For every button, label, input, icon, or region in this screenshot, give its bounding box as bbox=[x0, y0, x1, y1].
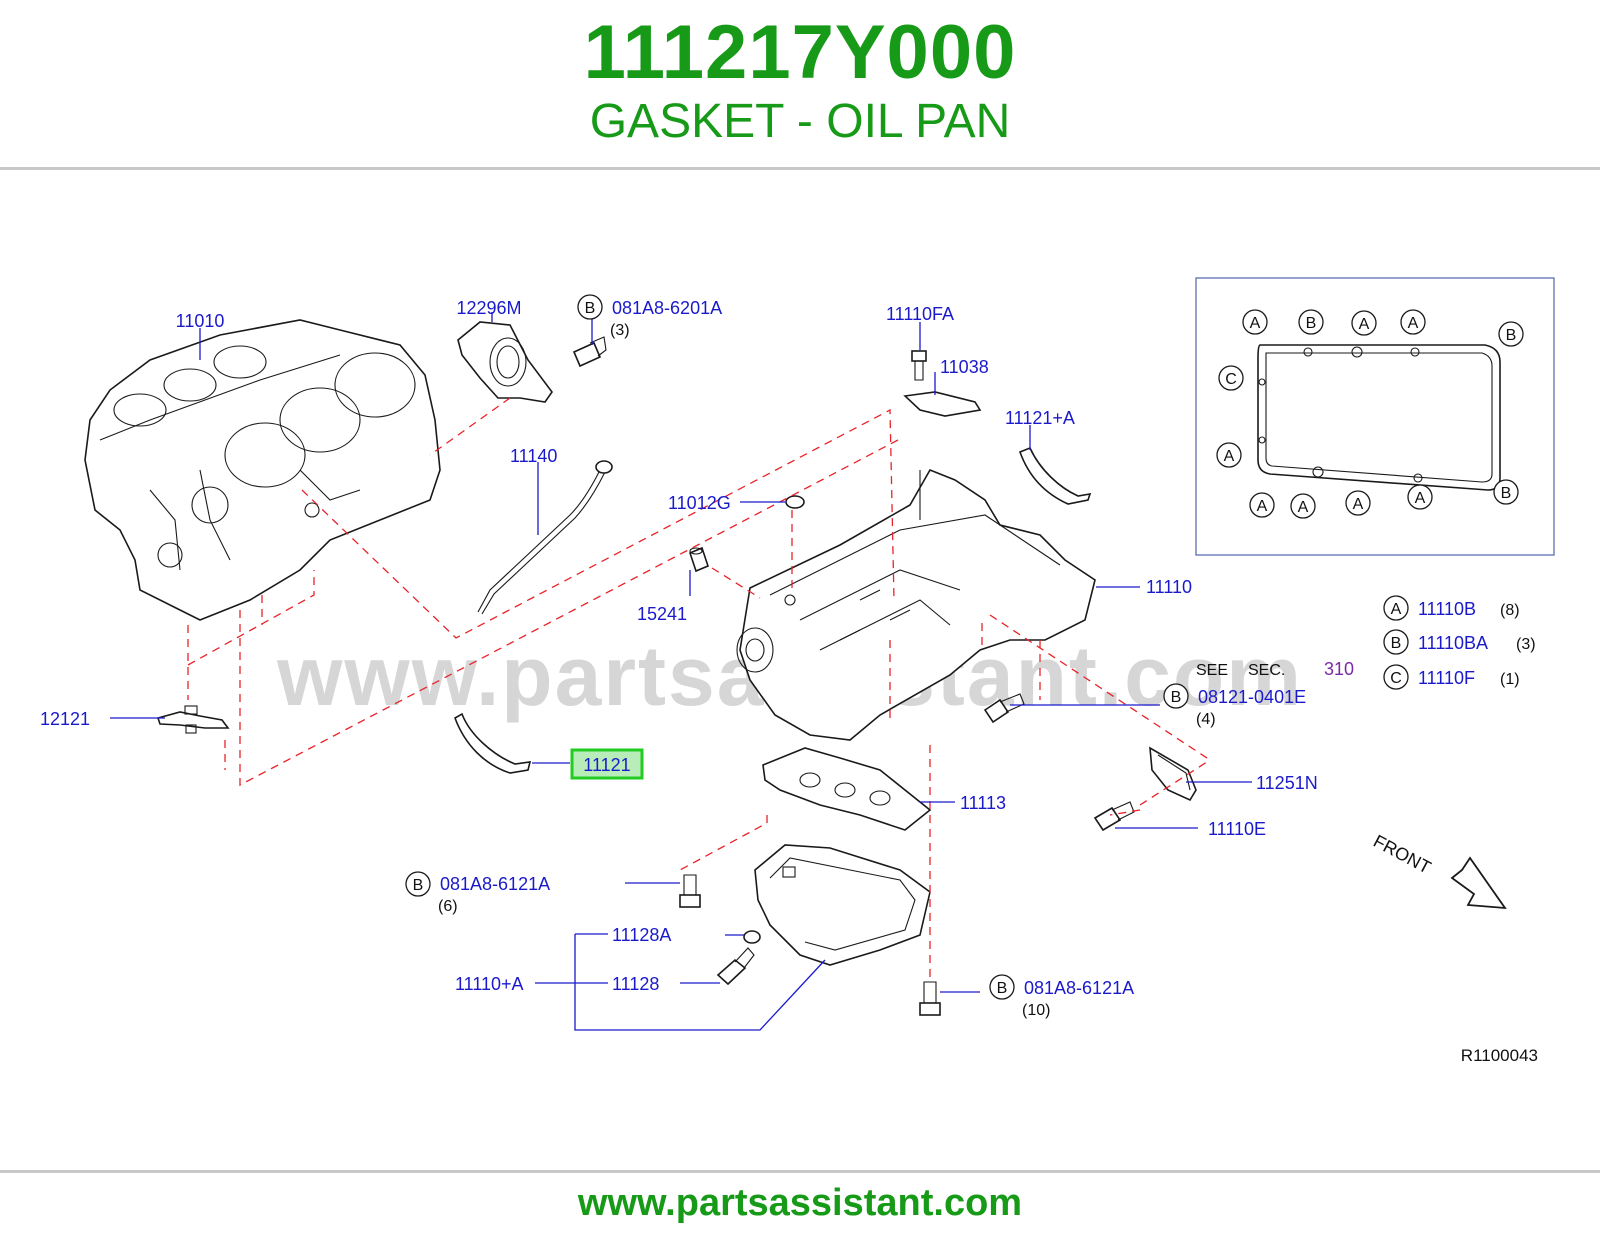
label-08121-0401E[interactable]: 08121-0401E bbox=[1198, 687, 1306, 707]
rear-oil-seal-drawing bbox=[457, 321, 553, 403]
see-text: SEE bbox=[1196, 662, 1228, 679]
svg-text:A: A bbox=[1250, 315, 1261, 332]
label-081A8-6201A[interactable]: 081A8-6201A bbox=[612, 298, 722, 318]
legend-row-b[interactable]: B 11110BA (3) bbox=[1383, 629, 1536, 655]
bolt-11110FA-drawing bbox=[911, 350, 927, 381]
letter-b-circle bbox=[989, 974, 1015, 1000]
qty-3: (3) bbox=[610, 322, 630, 339]
letter-b-text: B bbox=[1171, 689, 1182, 706]
letter-b-text: B bbox=[413, 877, 424, 894]
legend-part-11110F: 11110F bbox=[1418, 668, 1475, 688]
label-11128[interactable]: 11128 bbox=[612, 974, 659, 994]
letter-b-circle bbox=[1163, 683, 1189, 709]
drain-washer-11128A-drawing bbox=[743, 930, 761, 944]
front-label: FRONT bbox=[1370, 831, 1434, 878]
qty-4: (4) bbox=[1196, 711, 1216, 728]
part-name-subtitle: GASKET - OIL PAN bbox=[589, 95, 1011, 148]
label-11251N[interactable]: 11251N bbox=[1256, 773, 1318, 793]
svg-text:A: A bbox=[1257, 498, 1268, 515]
label-11140[interactable]: 11140 bbox=[510, 446, 557, 466]
svg-text:C: C bbox=[1390, 670, 1402, 687]
label-11110E[interactable]: 11110E bbox=[1208, 819, 1266, 839]
leader-lines bbox=[110, 312, 1252, 1031]
label-11110FA[interactable]: 11110FA bbox=[886, 304, 954, 324]
label-12121[interactable]: 12121 bbox=[40, 709, 90, 729]
legend-part-11110B: 11110B bbox=[1418, 599, 1476, 619]
bolt-081A8-6201A-drawing bbox=[572, 336, 607, 368]
label-11113[interactable]: 11113 bbox=[960, 793, 1006, 813]
svg-text:B: B bbox=[1306, 315, 1317, 332]
dowel-15241-drawing bbox=[689, 546, 709, 573]
engine-block-drawing bbox=[84, 319, 441, 621]
label-11110-plus-a[interactable]: 11110+A bbox=[455, 974, 524, 994]
label-11121-plus-a[interactable]: 11121+A bbox=[1005, 408, 1075, 428]
svg-text:A: A bbox=[1391, 601, 1402, 618]
label-11121-highlighted[interactable]: 11121 bbox=[583, 755, 630, 775]
svg-text:A: A bbox=[1224, 448, 1235, 465]
diagram-code: R1100043 bbox=[1461, 1046, 1538, 1065]
svg-text:A: A bbox=[1298, 499, 1309, 516]
highlight-box-11121 bbox=[570, 748, 644, 780]
assembly-dashed-lines bbox=[187, 397, 1211, 982]
bolt-legend: A 11110B (8) B 11110BA (3) C 11110F (1) bbox=[1383, 595, 1536, 690]
upper-oil-pan-drawing bbox=[736, 468, 1096, 741]
footer-divider bbox=[0, 1170, 1600, 1173]
baffle-plate-11113-drawing bbox=[762, 747, 932, 831]
label-12296M[interactable]: 12296M bbox=[456, 298, 521, 318]
label-11128A[interactable]: 11128A bbox=[612, 925, 671, 945]
bolt-081A8-6121A-left-drawing bbox=[679, 874, 701, 908]
page-header: 111217Y000 GASKET - OIL PAN bbox=[0, 0, 1600, 168]
dipstick-drawing bbox=[477, 460, 613, 615]
sec-number-310[interactable]: 310 bbox=[1324, 659, 1354, 679]
label-081A8-6121A-right[interactable]: 081A8-6121A bbox=[1024, 978, 1134, 998]
label-11012G[interactable]: 11012G bbox=[668, 493, 731, 513]
svg-text:B: B bbox=[1501, 485, 1512, 502]
footer-website-link[interactable]: www.partsassistant.com bbox=[577, 1182, 1023, 1224]
front-arrow-icon bbox=[1450, 856, 1507, 910]
label-11038[interactable]: 11038 bbox=[940, 357, 989, 377]
bracket-12121-drawing bbox=[156, 705, 230, 734]
legend-qty: (1) bbox=[1500, 671, 1520, 688]
washer-11012G-drawing bbox=[785, 495, 805, 509]
lower-oil-pan-drawing bbox=[754, 844, 931, 966]
part-number-title: 111217Y000 bbox=[583, 10, 1017, 95]
drain-plug-11128-drawing bbox=[716, 947, 755, 986]
legend-qty: (3) bbox=[1516, 636, 1536, 653]
legend-row-c[interactable]: C 11110F (1) bbox=[1383, 664, 1520, 690]
label-11010[interactable]: 11010 bbox=[176, 311, 225, 331]
gasket-11121-drawing bbox=[454, 712, 532, 774]
svg-text:B: B bbox=[1506, 327, 1517, 344]
bracket-11038-drawing bbox=[903, 391, 982, 417]
svg-text:A: A bbox=[1408, 315, 1419, 332]
gasket-11121-upper-drawing bbox=[1018, 446, 1092, 505]
letter-b-text: B bbox=[997, 980, 1008, 997]
legend-row-a[interactable]: A 11110B (8) bbox=[1383, 595, 1520, 621]
svg-text:C: C bbox=[1225, 371, 1237, 388]
svg-text:A: A bbox=[1353, 496, 1364, 513]
cover-11251N-drawing bbox=[1149, 746, 1197, 802]
header-divider bbox=[0, 167, 1600, 170]
letter-b-circle bbox=[405, 871, 431, 897]
legend-qty: (8) bbox=[1500, 602, 1520, 619]
label-081A8-6121A-left[interactable]: 081A8-6121A bbox=[440, 874, 550, 894]
bolt-11110E-drawing bbox=[1093, 801, 1135, 832]
svg-text:A: A bbox=[1415, 490, 1426, 507]
legend-part-11110BA: 11110BA bbox=[1418, 633, 1488, 653]
svg-text:A: A bbox=[1359, 316, 1370, 333]
gasket-bolt-pattern-inset: A B A A B C A A A A A B bbox=[1195, 277, 1555, 556]
label-11110[interactable]: 11110 bbox=[1146, 577, 1192, 597]
letter-b-text: B bbox=[585, 300, 596, 317]
bolt-08121-0401E-drawing bbox=[983, 693, 1025, 724]
sec-text: SEC. bbox=[1248, 662, 1285, 679]
svg-text:B: B bbox=[1391, 635, 1402, 652]
qty-10: (10) bbox=[1022, 1002, 1050, 1019]
bolt-081A8-6121A-right-drawing bbox=[919, 981, 941, 1016]
qty-6: (6) bbox=[438, 898, 458, 915]
letter-b-circle bbox=[577, 294, 603, 320]
label-15241[interactable]: 15241 bbox=[637, 604, 687, 624]
